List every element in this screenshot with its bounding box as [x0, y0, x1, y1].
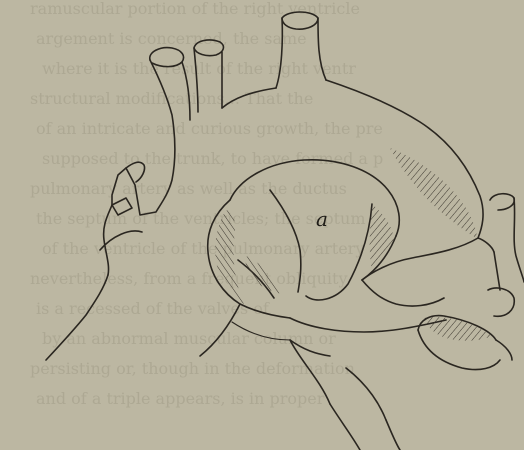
- bleed-through-line: ramuscular portion of the right ventricl…: [30, 0, 360, 18]
- bleed-through-line: pulmonary artery as well as the ductus: [30, 179, 347, 198]
- bleed-through-line: supposed to the trunk, to have formed a …: [42, 149, 383, 168]
- bleed-through-line: of an intricate and curious growth, the …: [36, 119, 383, 138]
- vessel-label-a: a: [316, 207, 328, 231]
- bleed-through-text: ramuscular portion of the right ventricl…: [30, 0, 383, 408]
- bleed-through-line: argement is concerned, the same: [36, 29, 307, 48]
- bleed-through-line: persisting or, though in the deformation: [30, 359, 355, 378]
- bleed-through-line: of the ventricle of the pulmonary artery: [42, 239, 364, 258]
- bleed-through-line: where it is the result of the right vent…: [42, 59, 356, 78]
- bleed-through-line: structural modifications... That the: [30, 89, 313, 108]
- bleed-through-line: and of a triple appears, is in proper: [36, 389, 325, 408]
